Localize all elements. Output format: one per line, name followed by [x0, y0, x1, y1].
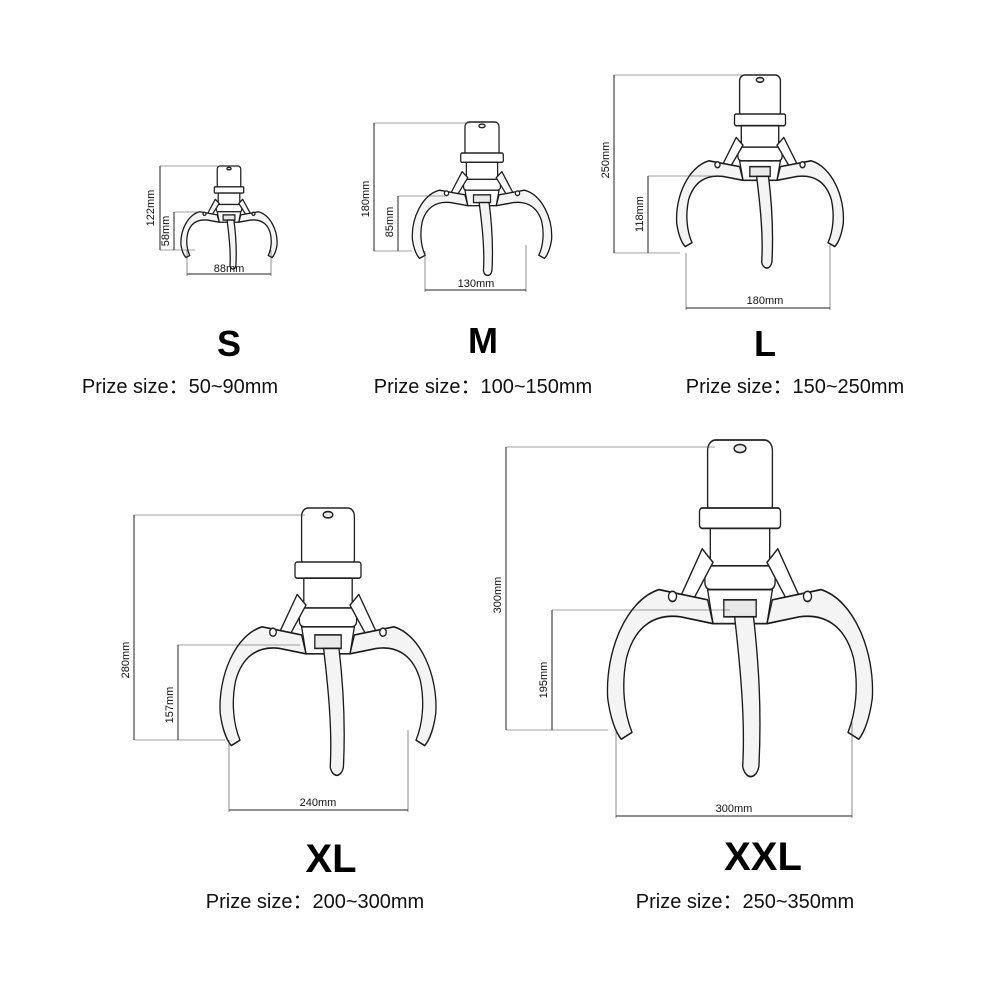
claw-xl-height-label: 280mm — [120, 642, 132, 679]
claw-m-prize-text: Prize size：100~150mm — [374, 376, 592, 398]
claw-s-depth-label: 58mm — [160, 216, 172, 247]
claw-l: 250mm 118mm 180mm L Prize size：150~250mm — [600, 74, 904, 398]
claw-xl: 280mm 157mm 240mm XL Prize size：200~300m… — [120, 506, 438, 913]
claw-s: 122mm 58mm 88mm S Prize size：50~90mm — [82, 165, 278, 398]
claw-s-height-label: 122mm — [145, 190, 157, 227]
claw-m: 180mm 85mm 130mm M Prize size：100~150mm — [360, 121, 592, 398]
claw-m-width-label: 130mm — [458, 278, 495, 290]
claw-xl-drawing — [218, 506, 438, 777]
claw-l-prize-text: Prize size：150~250mm — [686, 376, 904, 398]
claw-s-width-label: 88mm — [214, 263, 245, 275]
claw-xl-prize-text: Prize size：200~300mm — [206, 891, 424, 913]
claw-m-depth-label: 85mm — [384, 207, 396, 238]
claw-xxl: 300mm 195mm 300mm XXL Prize size：250~350… — [492, 438, 875, 913]
claw-m-height-label: 180mm — [360, 181, 372, 218]
claw-xxl-width-label: 300mm — [716, 803, 753, 815]
claw-xl-size-letter: XL — [305, 837, 356, 881]
claw-l-size-letter: L — [754, 323, 776, 364]
claw-l-drawing — [675, 74, 845, 270]
claw-xxl-prize-text: Prize size：250~350mm — [636, 891, 854, 913]
claw-s-drawing — [180, 165, 278, 270]
claw-xl-width-label: 240mm — [300, 797, 337, 809]
claw-l-width-label: 180mm — [747, 295, 784, 307]
claw-s-size-letter: S — [217, 323, 241, 364]
claw-m-drawing — [411, 121, 553, 277]
claw-xxl-height-label: 300mm — [492, 577, 504, 614]
claw-xxl-size-letter: XXL — [724, 835, 802, 879]
claw-xxl-depth-label: 195mm — [538, 662, 550, 699]
claw-xxl-drawing — [605, 438, 875, 779]
claw-m-size-letter: M — [468, 320, 498, 361]
claw-xl-depth-label: 157mm — [164, 687, 176, 724]
claw-l-height-label: 250mm — [600, 142, 612, 179]
claw-l-depth-label: 118mm — [634, 196, 646, 232]
claw-s-prize-text: Prize size：50~90mm — [82, 376, 278, 398]
